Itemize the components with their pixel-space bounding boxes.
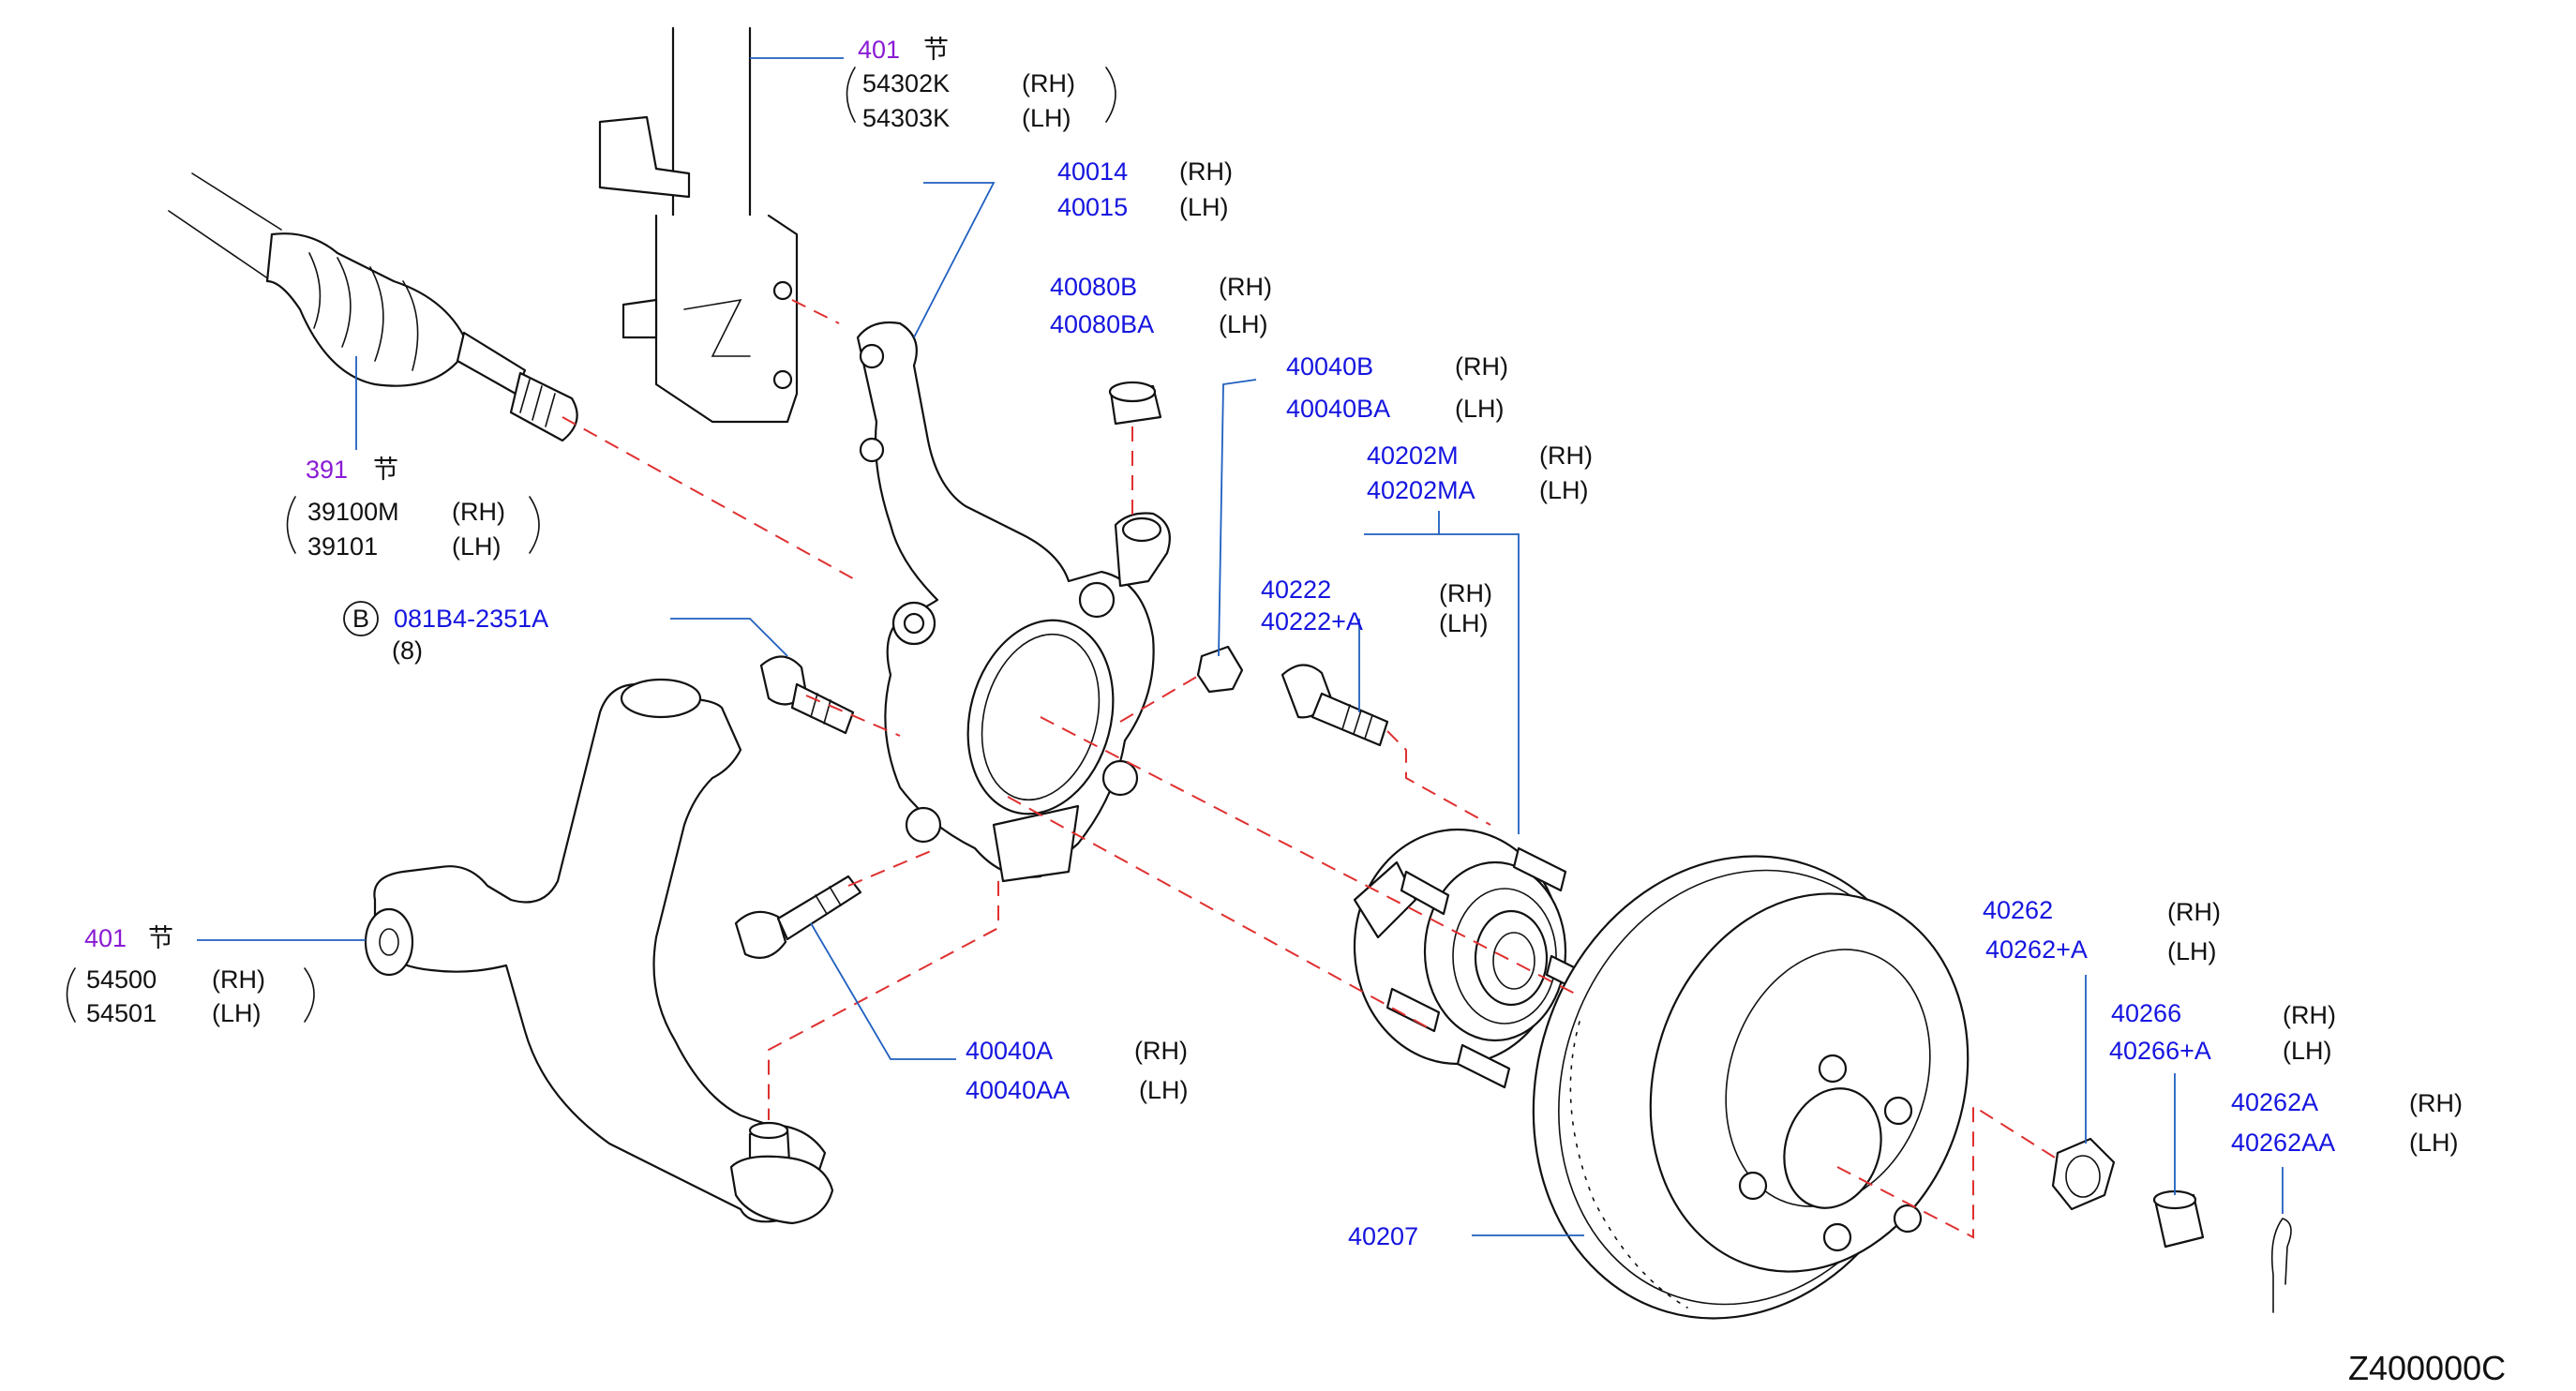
strut-part-rh[interactable]: 54302K [862,69,950,97]
strut-part-lh[interactable]: 54303K [862,104,950,132]
knuckle-side-lh: (LH) [1179,193,1229,221]
bolt-b-part[interactable]: 081B4-2351A [394,605,548,633]
lower-arm-side-rh: (RH) [212,965,265,994]
hub-part-rh[interactable]: 40202M [1367,441,1459,470]
cap-side-lh: (LH) [2283,1037,2332,1065]
knuckle-part-rh[interactable]: 40014 [1057,157,1128,186]
cotter-callout[interactable]: 40262A (RH) 40262AA (LH) [2231,1088,2463,1157]
bolt-b-marker-circle [343,601,379,636]
hub-nut-side-lh: (LH) [2167,937,2217,965]
driveshaft-side-lh: (LH) [452,532,502,561]
hub-illustration [1353,828,1600,1089]
knuckle-bolt-side-lh: (LH) [1139,1076,1189,1104]
knuckle-part-lh[interactable]: 40015 [1057,193,1128,221]
hub-bolt-side-rh: (RH) [1439,579,1492,607]
nut-small-part-rh[interactable]: 40040B [1286,352,1373,381]
knuckle-bolt-part-rh[interactable]: 40040A [966,1037,1053,1065]
knuckle-side-rh: (RH) [1179,157,1233,186]
lower-arm-group-symbol: 节 [148,924,173,952]
hub-nut-part-rh[interactable]: 40262 [1983,896,2053,924]
nut-40080b-illustration [1108,381,1162,426]
driveshaft-illustration [168,172,578,442]
hub-part-lh[interactable]: 40202MA [1367,476,1475,504]
lower-arm-callout[interactable]: 401 节 54500 (RH) 54501 (LH) [84,924,265,1027]
driveshaft-part-lh[interactable]: 39101 [307,532,378,561]
knuckle-bolt-side-rh: (RH) [1134,1037,1188,1065]
lower-arm-illustration [364,678,834,1225]
driveshaft-side-rh: (RH) [452,498,505,526]
hub-side-lh: (LH) [1539,476,1589,504]
strut-callout[interactable]: 401 节 54302K (RH) 54303K (LH) [858,36,1075,132]
hub-side-rh: (RH) [1539,441,1593,470]
driveshaft-callout[interactable]: 391 节 39100M (RH) 39101 (LH) [306,456,505,561]
strut-group-number[interactable]: 401 [858,36,900,64]
nut-top-part-rh[interactable]: 40080B [1050,273,1137,301]
cap-part-lh[interactable]: 40266+A [2109,1037,2211,1065]
nut-top-callout[interactable]: 40080B (RH) 40080BA (LH) [1050,273,1272,338]
rotor-part[interactable]: 40207 [1348,1222,1418,1250]
cap-illustration [2152,1189,2205,1249]
strut-group-symbol: 节 [923,36,949,64]
nut-40040b-illustration [1196,645,1244,694]
nut-small-callout[interactable]: 40040B (RH) 40040BA (LH) [1286,352,1508,423]
knuckle-bolt-part-lh[interactable]: 40040AA [966,1076,1070,1104]
nut-top-part-lh[interactable]: 40080BA [1050,310,1154,338]
strut-side-rh: (RH) [1022,69,1075,97]
driveshaft-group-symbol: 节 [373,456,398,484]
cap-side-rh: (RH) [2283,1001,2336,1029]
hub-nut-callout[interactable]: 40262 (RH) 40262+A (LH) [1983,896,2221,965]
knuckle-callout[interactable]: 40014 (RH) 40015 (LH) [1057,157,1233,221]
cotter-pin-illustration [2270,1218,2292,1313]
rotor-illustration [1532,855,1969,1320]
lower-arm-part-rh[interactable]: 54500 [86,965,157,994]
brackets [66,67,1116,1023]
hub-nut-side-rh: (RH) [2167,898,2221,926]
hub-bolt-callout[interactable]: 40222 (RH) 40222+A (LH) [1261,576,1492,637]
hub-bolt-part-lh[interactable]: 40222+A [1261,607,1363,636]
nut-top-side-lh: (LH) [1219,310,1268,338]
rotor-callout[interactable]: 40207 [1348,1222,1418,1250]
hub-bolt-40222-illustration [1281,664,1389,747]
knuckle-bolt-callout[interactable]: 40040A (RH) 40040AA (LH) [966,1037,1189,1104]
driveshaft-group-number[interactable]: 391 [306,456,348,484]
strut-side-lh: (LH) [1022,104,1071,132]
driveshaft-part-rh[interactable]: 39100M [307,498,399,526]
leader-lines [197,57,2284,1236]
hub-nut-illustration [2051,1137,2116,1211]
nut-small-side-lh: (LH) [1455,395,1505,423]
bolt-b-qty: (8) [392,636,423,665]
knuckle-bolt-40040a-illustration [734,875,862,959]
cap-callout[interactable]: 40266 (RH) 40266+A (LH) [2109,999,2336,1065]
diagram-id: Z400000C [2348,1349,2506,1387]
nut-small-side-rh: (RH) [1455,352,1508,381]
hub-callout[interactable]: 40202M (RH) 40202MA (LH) [1367,441,1593,504]
cotter-side-lh: (LH) [2409,1129,2459,1157]
lower-arm-part-lh[interactable]: 54501 [86,999,157,1027]
hub-bolt-side-lh: (LH) [1439,609,1489,637]
bolt-081b4-illustration [759,655,855,735]
nut-small-part-lh[interactable]: 40040BA [1286,395,1390,423]
nut-top-side-rh: (RH) [1219,273,1272,301]
hub-bolt-part-rh[interactable]: 40222 [1261,576,1331,604]
lower-arm-side-lh: (LH) [212,999,262,1027]
lower-arm-group-number[interactable]: 401 [84,924,127,952]
cotter-part-lh[interactable]: 40262AA [2231,1129,2335,1157]
hub-nut-part-lh[interactable]: 40262+A [1985,935,2088,964]
cotter-side-rh: (RH) [2409,1089,2463,1117]
assembly-lines [562,299,2063,1239]
bolt-b-callout[interactable]: B 081B4-2351A (8) [343,601,548,665]
cotter-part-rh[interactable]: 40262A [2231,1088,2318,1116]
bolt-b-marker: B [352,605,369,633]
cap-part-rh[interactable]: 40266 [2111,999,2181,1027]
strut-illustration [598,26,799,424]
